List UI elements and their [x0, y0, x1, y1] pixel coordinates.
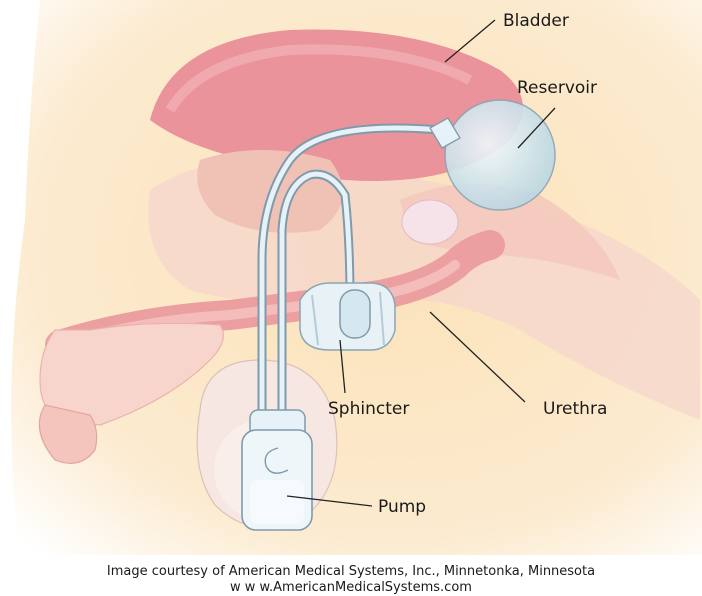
image-credit-line2: w w w.AmericanMedicalSystems.com — [230, 580, 472, 595]
pump-label: Pump — [378, 497, 426, 517]
cuff-connector — [340, 290, 370, 338]
pubic-bone — [402, 200, 458, 244]
image-credit-line1: Image courtesy of American Medical Syste… — [107, 564, 595, 579]
sphincter-label: Sphincter — [328, 399, 409, 419]
reservoir-label: Reservoir — [517, 78, 597, 98]
urethra-label: Urethra — [543, 399, 607, 419]
bladder-label: Bladder — [503, 11, 569, 31]
pump-device — [242, 410, 312, 530]
sphincter-cuff — [300, 283, 395, 350]
